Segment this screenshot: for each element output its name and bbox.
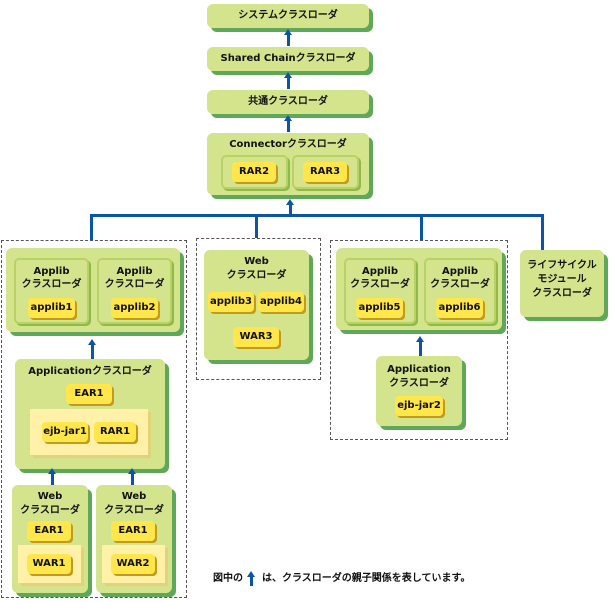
war2-module: WAR2 xyxy=(111,554,155,574)
applib6-module: applib6 xyxy=(436,298,483,318)
arrow-up-icon xyxy=(284,72,292,89)
applib-class-loader-2: Applib クラスローダ applib2 xyxy=(97,258,172,324)
application-loader-subtitle: クラスローダ xyxy=(389,378,449,389)
lifecycle-loader-line2: モジュール xyxy=(537,274,587,285)
common-class-loader-label: 共通クラスローダ xyxy=(248,96,328,107)
web-loader-subtitle: クラスローダ xyxy=(104,505,164,516)
applib-loader-subtitle: クラスローダ xyxy=(104,279,165,290)
web-loader-subtitle: クラスローダ xyxy=(20,505,80,516)
lifecycle-module-class-loader: ライフサイクル モジュール クラスローダ xyxy=(520,250,604,317)
arrow-up-icon xyxy=(246,571,258,586)
lifecycle-loader-line3: クラスローダ xyxy=(532,288,592,299)
system-class-loader-label: システムクラスローダ xyxy=(238,10,338,21)
system-class-loader: システムクラスローダ xyxy=(207,4,369,28)
web-class-loader-2: Web クラスローダ EAR1 WAR2 xyxy=(96,485,172,593)
shared-chain-class-loader-label: Shared Chainクラスローダ xyxy=(220,53,356,64)
arrow-up-icon xyxy=(416,336,424,356)
application-loader-label: Applicationクラスローダ xyxy=(28,366,152,377)
ear1-contents: ejb-jar1 RAR1 xyxy=(30,409,148,455)
war3-module: WAR3 xyxy=(233,327,279,347)
applib-loader-subtitle: クラスローダ xyxy=(350,279,410,290)
applib-class-loader-6: Applib クラスローダ applib6 xyxy=(424,258,496,324)
war1-container: WAR1 xyxy=(18,545,81,583)
web-loader-title: Web xyxy=(244,256,269,267)
branch-line xyxy=(420,214,423,240)
applib-loader-subtitle: クラスローダ xyxy=(21,279,82,290)
arrow-up-icon xyxy=(284,115,292,132)
arrow-up-icon xyxy=(88,339,96,359)
ejb-jar2-group xyxy=(330,240,508,440)
applib2-module: applib2 xyxy=(111,298,158,318)
legend-prefix: 図中の xyxy=(213,573,243,584)
web-loader-title: Web xyxy=(37,491,63,502)
arrow-up-icon xyxy=(286,199,294,215)
branch-line xyxy=(255,214,258,238)
applib-loader-group-1: Applib クラスローダ applib1 Applib クラスローダ appl… xyxy=(6,248,180,332)
rar1-module: RAR1 xyxy=(94,422,136,442)
legend: 図中の は、クラスローダの親子関係を表しています。 xyxy=(213,571,470,586)
applib4-module: applib4 xyxy=(258,292,304,312)
arrow-up-icon xyxy=(48,468,56,485)
web-loader-title: Web xyxy=(121,491,147,502)
web-class-loader-3: Web クラスローダ applib3 applib4 WAR3 xyxy=(204,250,309,360)
applib1-module: applib1 xyxy=(28,298,75,318)
arrow-up-icon xyxy=(128,468,136,485)
branch-line xyxy=(90,214,544,217)
war3-group xyxy=(196,238,321,380)
applib-loader-title: Applib xyxy=(33,266,70,277)
branch-line xyxy=(541,214,544,250)
applib-loader-subtitle: クラスローダ xyxy=(430,279,490,290)
web-loader-subtitle: クラスローダ xyxy=(226,270,287,281)
rar3-module: RAR3 xyxy=(303,162,347,182)
war2-container: WAR2 xyxy=(102,545,165,583)
ear1-module: EAR1 xyxy=(66,384,112,404)
rar2-container: RAR2 xyxy=(221,155,288,189)
applib-class-loader-5: Applib クラスローダ applib5 xyxy=(344,258,416,324)
ejb-jar2-module: ejb-jar2 xyxy=(395,396,443,416)
applib-class-loader-1: Applib クラスローダ applib1 xyxy=(14,258,89,324)
applib-loader-title: Applib xyxy=(116,266,153,277)
applib5-module: applib5 xyxy=(356,298,403,318)
web-class-loader-1: Web クラスローダ EAR1 WAR1 xyxy=(12,485,88,593)
application-class-loader-2: Application クラスローダ ejb-jar2 xyxy=(376,356,462,426)
application-class-loader-1: Applicationクラスローダ EAR1 ejb-jar1 RAR1 xyxy=(15,359,165,469)
connector-class-loader-label: Connectorクラスローダ xyxy=(229,139,347,150)
applib-loader-title: Applib xyxy=(361,266,399,277)
applib-loader-group-3: Applib クラスローダ applib5 Applib クラスローダ appl… xyxy=(336,248,502,330)
ejb-jar1-module: ejb-jar1 xyxy=(42,422,88,442)
shared-chain-class-loader: Shared Chainクラスローダ xyxy=(207,47,369,71)
common-class-loader: 共通クラスローダ xyxy=(207,90,369,114)
ear1-group xyxy=(1,240,187,598)
ear1-module: EAR1 xyxy=(27,521,71,541)
branch-line xyxy=(90,214,93,241)
application-loader-title: Application xyxy=(387,364,451,375)
applib3-module: applib3 xyxy=(208,292,254,312)
war1-module: WAR1 xyxy=(27,554,71,574)
applib-loader-title: Applib xyxy=(441,266,479,277)
connector-class-loader: Connectorクラスローダ RAR2 RAR3 xyxy=(207,133,369,195)
arrow-up-icon xyxy=(284,29,292,46)
rar3-container: RAR3 xyxy=(292,155,359,189)
legend-suffix: は、クラスローダの親子関係を表しています。 xyxy=(261,573,471,584)
lifecycle-loader-line1: ライフサイクル xyxy=(527,260,597,271)
rar2-module: RAR2 xyxy=(232,162,276,182)
ear1-module: EAR1 xyxy=(111,521,155,541)
